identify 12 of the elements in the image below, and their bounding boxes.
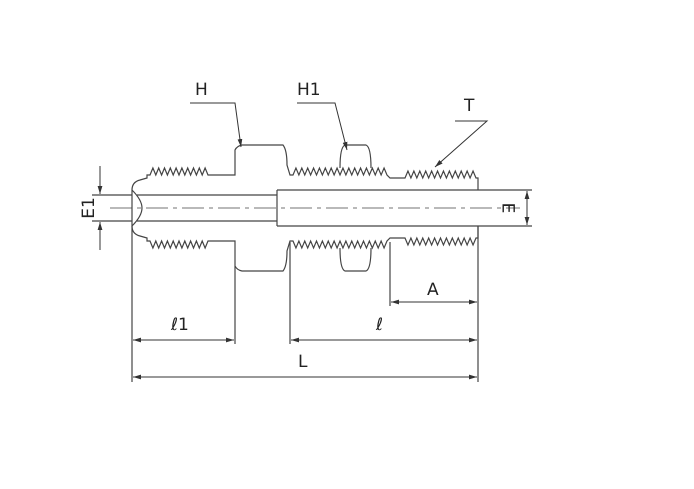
dimension-label: ℓ1: [171, 315, 189, 335]
leader-line: [190, 102, 242, 148]
dimension-label: ℓ: [376, 315, 384, 335]
part-label: T: [464, 96, 474, 116]
leader-line: [434, 120, 488, 168]
dimension-label: A: [427, 280, 439, 300]
dimension-label: E: [497, 202, 518, 214]
dimension-label: E1: [78, 197, 99, 219]
dimension-label: L: [298, 352, 308, 372]
leader-line: [296, 102, 348, 150]
part-label: H: [195, 80, 208, 100]
part-label: H1: [297, 80, 321, 100]
